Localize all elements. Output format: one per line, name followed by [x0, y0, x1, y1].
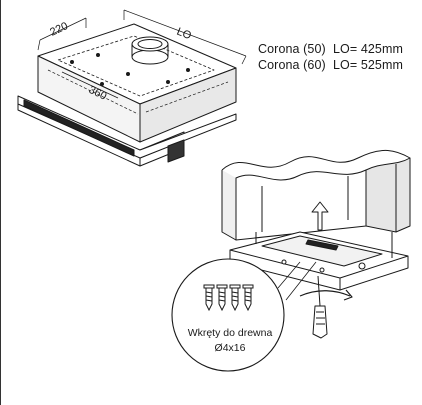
- spec-value-corona-60: LO= 525mm: [332, 58, 403, 72]
- screw-3: [229, 284, 241, 312]
- spec-line-corona-50: Corona (50) LO= 425mm: [258, 42, 403, 56]
- screws-group: [203, 284, 254, 312]
- spec-line-corona-60: Corona (60) LO= 525mm: [258, 58, 403, 72]
- spec-model-corona-60: Corona (60): [258, 58, 326, 72]
- spec-model-corona-50: Corona (50): [258, 42, 326, 56]
- dimension-lines: [37, 9, 247, 99]
- cabinet-illustration: [221, 150, 411, 339]
- screw-type-label: Wkręty do drewna: [188, 327, 273, 339]
- screw-2: [216, 284, 228, 312]
- left-frame-border: [0, 0, 1, 405]
- hood-illustration: [17, 23, 237, 167]
- dimension-depth-label: 220: [48, 20, 70, 39]
- dimension-length-label: LO: [175, 26, 194, 43]
- magnifier-leader-lines: [277, 261, 317, 301]
- screw-1: [203, 284, 215, 312]
- screw-detail-circle: Wkręty do drewna Ø4x16: [171, 258, 285, 372]
- screw-4: [242, 284, 254, 312]
- screw-size-label: Ø4x16: [215, 342, 246, 354]
- spec-value-corona-50: LO= 425mm: [332, 42, 403, 56]
